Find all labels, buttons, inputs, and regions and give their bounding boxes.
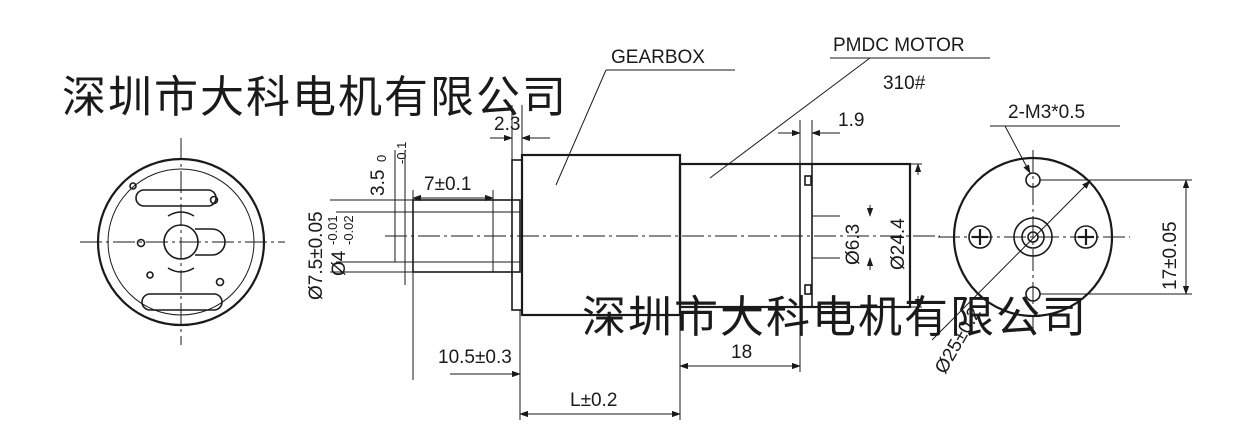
dim-d7-5: Ø7.5±0.05 <box>306 211 327 300</box>
motor-end-view <box>931 125 1192 341</box>
dim-7: 7±0.1 <box>424 174 471 195</box>
motor-label: PMDC MOTOR <box>833 35 965 56</box>
motor-model-label: 310# <box>883 73 926 94</box>
motor-side-view <box>330 57 990 420</box>
dim-3-5: 3.5 <box>368 170 389 196</box>
dim-d4-tol-lower: -0.02 <box>341 215 356 245</box>
watermark-top: 深圳市大科电机有限公司 <box>62 73 568 122</box>
watermark-bottom: 深圳市大科电机有限公司 <box>582 293 1088 342</box>
dim-3-5-tol-lower: -0.1 <box>394 142 409 164</box>
dim-L: L±0.2 <box>570 390 617 411</box>
dim-m3: 2-M3*0.5 <box>1008 102 1085 123</box>
dim-3-5-tol-upper: 0 <box>374 155 389 162</box>
dim-d4-tol-upper: -0.01 <box>325 215 340 245</box>
dim-10-5: 10.5±0.3 <box>438 347 512 368</box>
dim-1-9: 1.9 <box>838 110 864 131</box>
gearbox-label: GEARBOX <box>611 47 705 68</box>
gearbox-end-view <box>80 138 285 345</box>
dim-d6-3: Ø6.3 <box>843 224 864 265</box>
dim-17: 17±0.05 <box>1160 221 1181 290</box>
dim-18: 18 <box>731 342 752 363</box>
dim-d24-4: Ø24.4 <box>888 218 909 270</box>
dim-2-3: 2.3 <box>494 114 520 135</box>
dim-d4: Ø4 <box>329 250 350 276</box>
